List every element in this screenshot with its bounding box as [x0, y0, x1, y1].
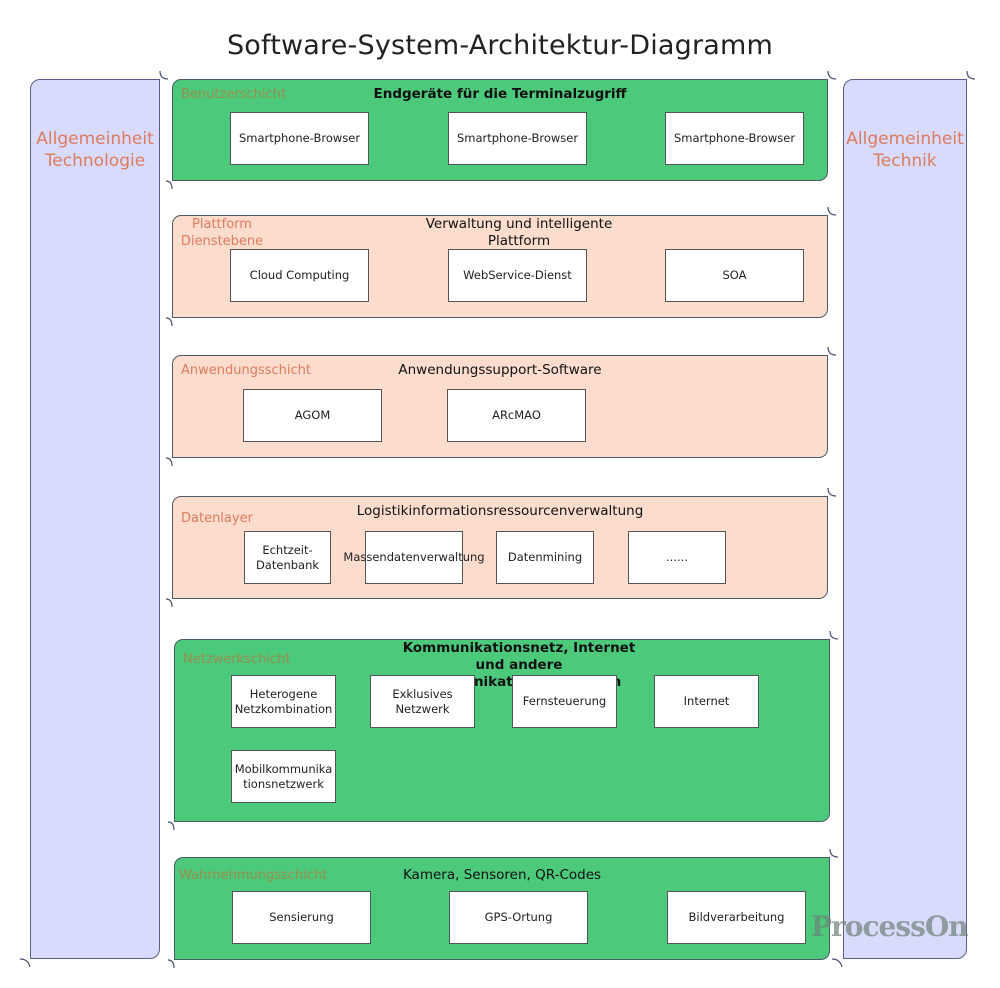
component-box[interactable]: ...... [628, 531, 726, 584]
layer-label: Anwendungsschicht [181, 363, 312, 378]
layer-perception[interactable]: Wahrnehmungsschicht Kamera, Sensoren, QR… [174, 857, 830, 960]
layer-heading: Anwendungssupport-Software [398, 362, 602, 378]
component-box[interactable]: Smartphone-Browser [665, 112, 804, 165]
side-column-left-line2: Technologie [44, 151, 146, 171]
hook-mark [165, 317, 173, 327]
component-box[interactable]: Echtzeit-Datenbank [244, 531, 331, 584]
layer-heading: Endgeräte für die Terminalzugriff [373, 86, 627, 102]
layer-heading: Verwaltung und intelligente Plattform [425, 216, 613, 249]
hook-mark [829, 630, 839, 640]
hook-mark [159, 70, 169, 80]
hook-mark [827, 346, 837, 356]
layer-platform[interactable]: Plattform Dienstebene Verwaltung und int… [172, 215, 828, 318]
component-box[interactable]: SOA [665, 249, 804, 302]
component-box[interactable]: Smartphone-Browser [230, 112, 369, 165]
hook-mark [966, 70, 976, 80]
component-box[interactable]: Cloud Computing [230, 249, 369, 302]
component-box[interactable]: Smartphone-Browser [448, 112, 587, 165]
component-box[interactable]: Internet [654, 675, 759, 728]
component-box[interactable]: AGOM [243, 389, 382, 442]
layer-label: Benutzerschicht [181, 87, 286, 102]
component-box[interactable]: GPS-Ortung [449, 891, 588, 944]
component-box[interactable]: WebService-Dienst [448, 249, 587, 302]
component-box[interactable]: Bildverarbeitung [667, 891, 806, 944]
layer-label: Plattform Dienstebene [180, 217, 264, 249]
component-box[interactable]: Exklusives Netzwerk [370, 675, 475, 728]
component-box[interactable]: Datenmining [496, 531, 594, 584]
hook-mark [165, 598, 173, 608]
side-column-right-label: Allgemeinheit Technik [844, 128, 966, 172]
side-column-right[interactable]: Allgemeinheit Technik [843, 79, 967, 959]
side-column-left-label: Allgemeinheit Technologie [31, 128, 159, 172]
hook-mark [827, 70, 837, 80]
processon-watermark: ProcessOn [811, 910, 969, 943]
component-box[interactable]: ARcMAO [447, 389, 586, 442]
hook-mark [827, 206, 837, 216]
side-column-left-line1: Allgemeinheit [36, 129, 154, 149]
component-box[interactable]: Massendatenverwaltung [343, 531, 485, 584]
layer-network[interactable]: Netzwerkschicht Kommunikationsnetz, Inte… [174, 639, 830, 822]
hook-mark [831, 958, 843, 968]
layer-data[interactable]: Datenlayer Logistikinformationsressource… [172, 496, 828, 599]
layer-label: Wahrnehmungsschicht [179, 868, 328, 883]
diagram-title: Software-System-Architektur-Diagramm [226, 30, 774, 61]
hook-mark [165, 180, 173, 190]
component-box[interactable]: Mobilkommunikationsnetzwerk [231, 750, 336, 803]
hook-mark [165, 457, 173, 467]
hook-mark [167, 821, 175, 831]
layer-user[interactable]: Benutzerschicht Endgeräte für die Termin… [172, 79, 828, 181]
side-column-right-line2: Technik [873, 151, 937, 171]
hook-mark [167, 959, 175, 969]
component-box[interactable]: Fernsteuerung [512, 675, 617, 728]
layer-label: Netzwerkschicht [183, 652, 291, 667]
layer-application[interactable]: Anwendungsschicht Anwendungssupport-Soft… [172, 355, 828, 458]
component-box[interactable]: Sensierung [232, 891, 371, 944]
layer-heading: Logistikinformationsressourcenverwaltung [356, 503, 644, 519]
side-column-left[interactable]: Allgemeinheit Technologie [30, 79, 160, 959]
hook-mark [827, 487, 837, 497]
layer-label: Datenlayer [181, 511, 253, 526]
layer-heading: Kamera, Sensoren, QR-Codes [402, 867, 602, 883]
side-column-right-line1: Allgemeinheit [846, 129, 964, 149]
hook-mark [19, 958, 31, 968]
hook-mark [829, 848, 839, 858]
component-box[interactable]: Heterogene Netzkombination [231, 675, 336, 728]
